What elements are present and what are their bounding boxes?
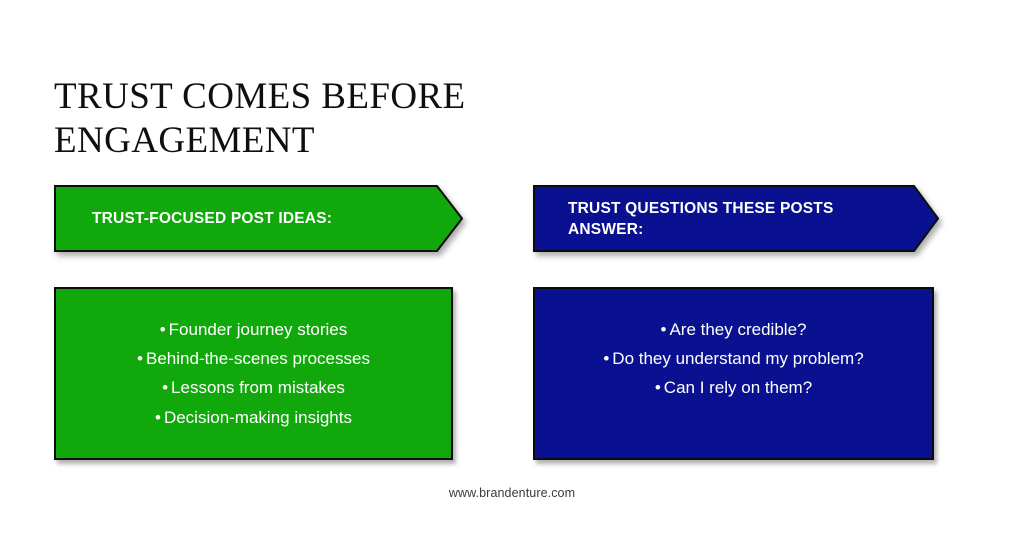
bullet-dot-icon: •: [654, 378, 661, 398]
banner-label-blue: Trust questions these posts answer:: [568, 199, 834, 238]
bullet-list-blue: •Are they credible? •Do they understand …: [535, 315, 932, 403]
list-item: •Behind-the-scenes processes: [56, 344, 451, 373]
list-item-label: Do they understand my problem?: [612, 349, 864, 369]
list-item: •Are they credible?: [535, 315, 932, 344]
list-item-label: Can I rely on them?: [663, 378, 813, 398]
content-box-trust-questions-these-posts-answer: •Are they credible? •Do they understand …: [533, 287, 934, 460]
bullet-dot-icon: •: [155, 407, 161, 427]
content-box-trust-focused-post-ideas: •Founder journey stories •Behind-the-sce…: [54, 287, 453, 460]
bullet-dot-icon: •: [162, 378, 169, 398]
list-item: •Do they understand my problem?: [535, 344, 932, 373]
footer-website-url: www.brandenture.com: [448, 486, 576, 500]
bullet-list-green: •Founder journey stories •Behind-the-sce…: [56, 315, 451, 432]
list-item: •Decision-making insights: [56, 403, 451, 432]
banner-trust-focused-post-ideas: Trust-focused post ideas:: [54, 185, 463, 252]
banner-trust-questions-these-posts-answer: Trust questions these posts answer:: [533, 185, 939, 252]
list-item: •Can I rely on them?: [535, 373, 932, 402]
list-item-label: Behind-the-scenes processes: [145, 349, 370, 369]
bullet-dot-icon: •: [660, 320, 667, 339]
bullet-dot-icon: •: [137, 349, 143, 369]
bullet-dot-icon: •: [159, 320, 166, 339]
page-title: Trust comes before engagement: [54, 75, 466, 161]
banner-label-green: Trust-focused post ideas:: [92, 210, 333, 227]
list-item-label: Are they credible?: [669, 320, 807, 339]
list-item-label: Decision-making insights: [163, 407, 352, 427]
list-item-label: Founder journey stories: [168, 320, 348, 339]
list-item-label: Lessons from mistakes: [171, 378, 345, 398]
arrow-banner-shape-blue: [533, 185, 939, 252]
bullet-dot-icon: •: [603, 349, 610, 369]
arrow-banner-shape-green: [54, 185, 463, 252]
list-item: •Founder journey stories: [56, 315, 451, 344]
list-item: •Lessons from mistakes: [56, 373, 451, 402]
